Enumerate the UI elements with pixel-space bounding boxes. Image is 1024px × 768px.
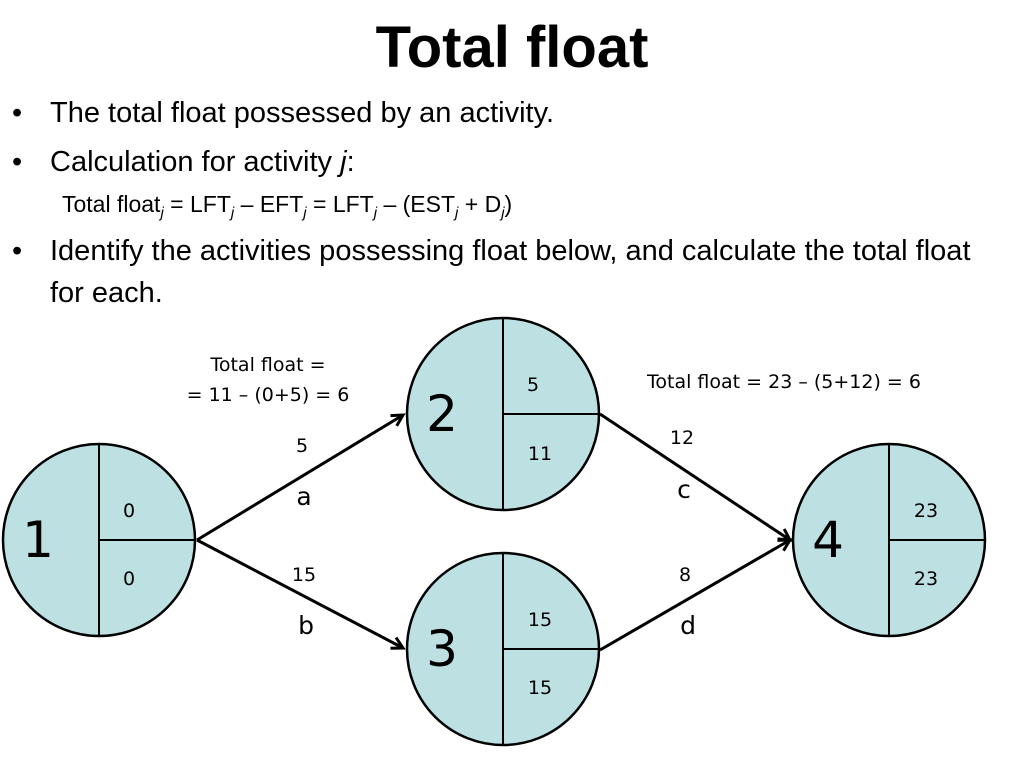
arrow-activity-d <box>599 540 790 652</box>
activity-b-duration: 15 <box>292 564 316 586</box>
formula-part: + D <box>458 191 502 217</box>
node-1: 1 0 0 <box>1 442 197 638</box>
float-annotation-a-line1: Total float = <box>209 354 325 376</box>
activity-c-duration: 12 <box>670 427 694 449</box>
formula-subscript: j <box>160 204 164 222</box>
arrow-activity-c <box>599 412 790 540</box>
bullet-dot: • <box>12 235 23 267</box>
node-number: 1 <box>22 511 54 569</box>
bullet-text: The total float possessed by an activity… <box>50 97 555 129</box>
formula-part: Total float <box>62 191 161 217</box>
arrow-activity-b <box>196 538 403 648</box>
slide-title: Total float <box>375 15 649 80</box>
formula-part: – (EST <box>377 191 456 217</box>
node-number: 2 <box>426 385 458 443</box>
bullet-dot: • <box>12 146 23 178</box>
bullet-italic-variable: j <box>340 146 347 178</box>
node-earliest-time: 15 <box>528 609 552 631</box>
bullet-text-part: : <box>346 146 355 178</box>
bullet-text: Calculation for activity j: <box>50 141 1002 183</box>
node-latest-time: 11 <box>528 443 552 465</box>
node-latest-time: 15 <box>528 677 552 699</box>
formula-subscript: j <box>303 204 307 222</box>
bullet-text: Identify the activities possessing float… <box>50 235 971 309</box>
activity-a-duration: 5 <box>296 435 308 457</box>
node-4: 4 23 23 <box>791 442 987 638</box>
formula-part: = LFT <box>306 191 374 217</box>
formula-subscript: j <box>230 204 235 222</box>
activity-a-name: a <box>296 482 311 511</box>
node-earliest-time: 0 <box>123 500 135 522</box>
float-annotation-c: Total float = 23 – (5+12) = 6 <box>646 371 921 393</box>
formula-part: = LFT <box>163 191 231 217</box>
arrow-activity-a <box>196 415 403 542</box>
float-annotation-a-line2: = 11 – (0+5) = 6 <box>187 384 350 406</box>
formula-subscript: j <box>455 204 459 222</box>
node-earliest-time: 5 <box>527 374 539 396</box>
total-float-formula: Total floatj = LFTj – EFTj = LFTj – (EST… <box>62 188 512 230</box>
activity-b-name: b <box>298 611 314 640</box>
formula-part: ) <box>504 191 513 217</box>
activity-d-name: d <box>680 611 696 640</box>
activity-d-duration: 8 <box>679 564 691 586</box>
bullet-text-part: Calculation for activity <box>50 146 341 178</box>
formula-part: – EFT <box>234 191 304 217</box>
node-number: 4 <box>812 511 844 569</box>
node-3: 3 15 15 <box>405 551 601 747</box>
formula-subscript: j <box>501 204 505 222</box>
node-number: 3 <box>426 620 458 678</box>
node-2: 2 5 11 <box>405 316 601 512</box>
activity-c-name: c <box>677 475 691 504</box>
bullet-dot: • <box>12 97 23 129</box>
node-latest-time: 23 <box>914 568 938 590</box>
node-latest-time: 0 <box>123 568 135 590</box>
node-earliest-time: 23 <box>914 500 938 522</box>
formula-subscript: j <box>373 204 378 222</box>
